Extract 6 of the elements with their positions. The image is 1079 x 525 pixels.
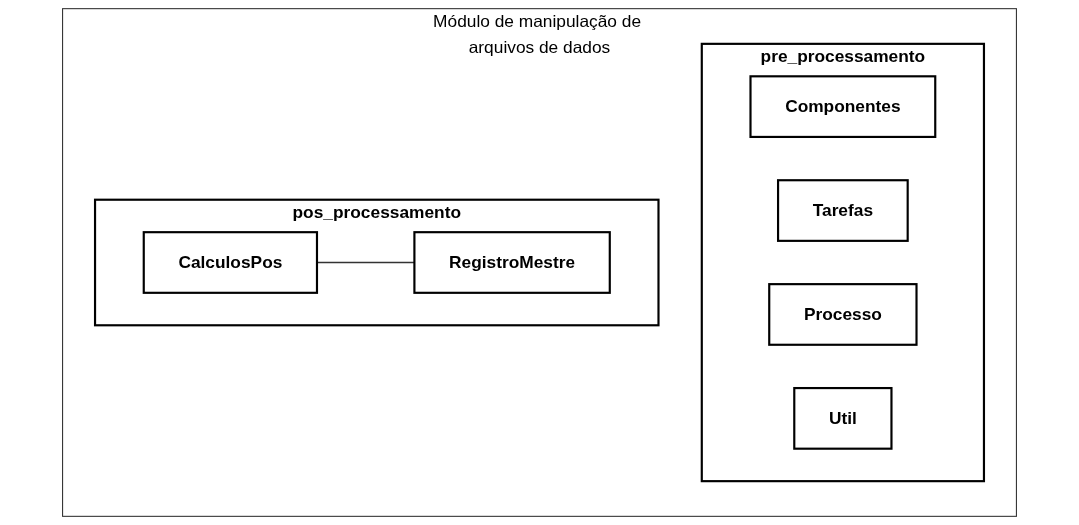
node-box: Componentes: [749, 75, 937, 138]
node-box: Util: [793, 387, 893, 450]
node-box: Processo: [768, 283, 918, 346]
node-box: RegistroMestre: [413, 231, 611, 294]
node-box: CalculosPos: [142, 231, 319, 294]
node-box: Tarefas: [777, 179, 909, 242]
